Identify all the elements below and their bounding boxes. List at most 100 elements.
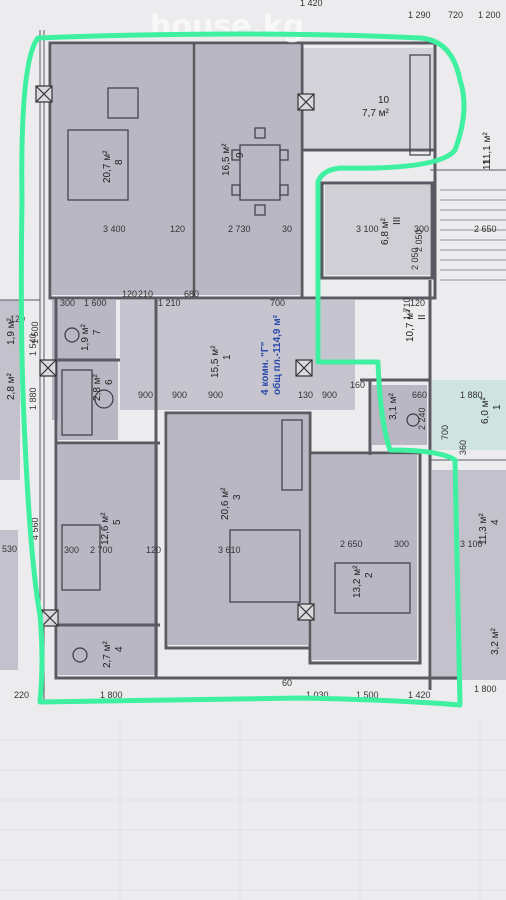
watermark-text: house.kg (150, 9, 304, 44)
dim-row3-3: 130 (298, 390, 313, 400)
room-5-small-area: 3,1 м² (388, 392, 399, 420)
dim-row1-0: 3 400 (103, 224, 126, 234)
room-3-right-area: 3,2 м² (490, 627, 501, 655)
dim-row3-1: 900 (172, 390, 187, 400)
room-8-num: 8 (114, 159, 125, 165)
dim-vert-3: 1 880 (28, 387, 38, 410)
room-4-num: 4 (114, 646, 125, 652)
room-II-num: II (417, 314, 428, 320)
dim-row4-0: 300 (64, 545, 79, 555)
dim-vert-5: 1 500 (30, 321, 40, 344)
dim-row4-1: 2 700 (90, 545, 113, 555)
room-1-area: 15,5 м² (210, 345, 221, 378)
dim-bottom-2: 60 (282, 678, 292, 688)
dim-top-2: 720 (448, 10, 463, 20)
apartment-total-area: общ пл.-114,9 м² (271, 314, 283, 395)
paper-grid (0, 720, 506, 900)
room-3-area: 20,6 м² (220, 487, 231, 520)
room-1-num: 1 (222, 354, 233, 360)
room-8-area: 20,7 м² (102, 150, 113, 183)
dim-vert-2: 2 240 (417, 407, 427, 430)
dim-row1-1: 120 (170, 224, 185, 234)
room-7-area: 1,9 м² (80, 323, 91, 351)
apartment-label: 4 комн. "Г" общ пл.-114,9 м² (260, 314, 283, 395)
dim-row1-5: 300 (414, 224, 429, 234)
dim-row3-7: 1 880 (460, 390, 483, 400)
column-markers (35, 85, 315, 627)
room-10-num: 10 (378, 95, 390, 106)
dim-row3-2: 900 (208, 390, 223, 400)
dim-vert-1: 2 050 (410, 247, 420, 270)
room-III-area: 6,8 м² (380, 217, 391, 245)
toilet-icon (64, 327, 80, 343)
dim-row3-4: 900 (322, 390, 337, 400)
room-4-right-num: 4 (490, 519, 501, 525)
dining-table-icon (239, 144, 281, 201)
dim-row4-4: 2 650 (340, 539, 363, 549)
bathtub-icon-2 (61, 524, 101, 591)
dim-top-1: 1 290 (408, 10, 431, 20)
room-5-num: 5 (112, 519, 123, 525)
room-7-num: 7 (92, 329, 103, 335)
dim-top-0: 1 420 (300, 0, 323, 8)
dim-row3-6: 660 (412, 390, 427, 400)
dim-bottom-6: 1 800 (474, 684, 497, 694)
bathtub-icon (61, 369, 93, 436)
dim-row3-5: 160 (350, 380, 365, 390)
bed-icon (334, 562, 411, 614)
dim-row2-0: 300 (60, 298, 75, 308)
dim-row1-6: 2 650 (474, 224, 497, 234)
room-II-area: 10,7 м² (405, 309, 416, 342)
furniture (61, 54, 431, 663)
sink-icon-2 (406, 413, 420, 427)
room-9-area: 16,5 м² (221, 143, 232, 176)
room-6-num: 6 (104, 379, 115, 385)
sofa-icon (67, 129, 129, 201)
double-bed-icon (229, 529, 301, 603)
dim-row2-7: 120 (410, 298, 425, 308)
dim-row4-3: 3 610 (218, 545, 241, 555)
kitchen-counter-icon (409, 54, 431, 156)
dim-row2-1: 1 600 (84, 298, 107, 308)
dim-vert-4: 360 (458, 440, 468, 455)
dim-row4-2: 120 (146, 545, 161, 555)
dim-top-3: 1 200 (478, 10, 501, 20)
dim-vert-0: 4 560 (30, 517, 40, 540)
dim-side-2: 1 540 (28, 333, 38, 356)
room-11-area: 11,1 м² (482, 132, 493, 164)
dim-bottom-0: 220 (14, 690, 29, 700)
walls (48, 41, 460, 690)
room-3-num: 3 (232, 494, 243, 500)
dim-side-3: 2 050 (414, 229, 424, 252)
room-5-area: 12,6 м² (100, 512, 111, 545)
highlight-outline (18, 31, 467, 708)
left-room-a-area: 1,9 м² (6, 317, 17, 345)
room-4-right-area: 11,3 м² (478, 513, 489, 545)
armchair-icon (107, 87, 139, 119)
dim-row2-2: 120 (122, 289, 137, 299)
dim-row2-5: 680 (184, 289, 199, 299)
dim-row2-3: 210 (138, 289, 153, 299)
wardrobe-icon (281, 419, 303, 491)
toilet-icon-2 (72, 647, 88, 663)
dim-bottom-1: 1 800 (100, 690, 123, 700)
apartment-type: 4 комн. "Г" (260, 341, 271, 395)
room-III-num: III (392, 217, 403, 225)
room-1-right-num: 1 (492, 404, 503, 410)
dim-row2-4: 1 210 (158, 298, 181, 308)
dim-bottom-3: 1 030 (306, 690, 329, 700)
room-4-area: 2,7 м² (102, 640, 113, 668)
room-11-num: 11 (482, 159, 493, 170)
dim-side-1: 120 (10, 314, 25, 324)
dim-side-0: 530 (2, 544, 17, 554)
dim-row1-3: 30 (282, 224, 292, 234)
room-10-area: 7,7 м² (362, 108, 390, 119)
dim-vert-6: 700 (440, 425, 450, 440)
room-2-num: 2 (364, 572, 375, 578)
stairs (440, 189, 506, 281)
dim-bottom-4: 1 500 (356, 690, 379, 700)
dimension-labels: 1 420 1 290 720 1 200 3 400 120 2 7 30 30… (2, 0, 501, 700)
